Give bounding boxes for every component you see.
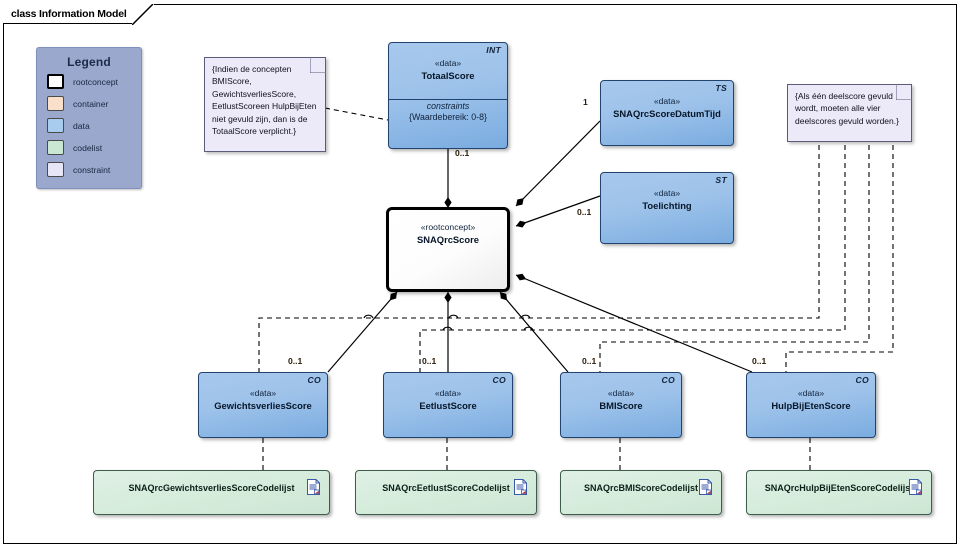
class-name: GewichtsverliesScore bbox=[214, 400, 312, 411]
class-snaqrcscore-rootconcept[interactable]: «rootconcept» SNAQrcScore bbox=[386, 207, 510, 292]
multiplicity-toelichting: 0..1 bbox=[577, 207, 592, 217]
legend-swatch-data bbox=[47, 118, 64, 133]
class-corner-label: INT bbox=[486, 45, 501, 55]
class-stereotype: «data» bbox=[607, 388, 635, 398]
class-toelichting[interactable]: ST «data» Toelichting bbox=[600, 172, 734, 244]
class-corner-label: TS bbox=[715, 83, 727, 93]
class-bmiscore[interactable]: CO «data» BMIScore bbox=[560, 372, 682, 438]
class-stereotype: «rootconcept» bbox=[420, 222, 476, 232]
codelist-snaqrcgewichtsverliesscorecodelijst[interactable]: SNAQrcGewichtsverliesScoreCodelijst bbox=[93, 470, 330, 515]
class-name: HulpBijEtenScore bbox=[771, 400, 851, 411]
codelist-snaqrcbmiscorecodelijst[interactable]: SNAQrcBMIScoreCodelijst bbox=[560, 470, 722, 515]
class-stereotype: «data» bbox=[249, 388, 277, 398]
legend-item-data: data bbox=[47, 116, 141, 135]
document-icon bbox=[699, 479, 712, 495]
legend-item-container: container bbox=[47, 94, 141, 113]
note-fold-icon bbox=[309, 57, 326, 74]
constraints-title: constraints bbox=[426, 101, 470, 111]
legend-item-constraint: constraint bbox=[47, 160, 141, 179]
document-icon bbox=[514, 479, 527, 495]
legend-label-rootconcept: rootconcept bbox=[73, 76, 118, 87]
class-corner-label: CO bbox=[492, 375, 506, 385]
class-eetlustscore[interactable]: CO «data» EetlustScore bbox=[383, 372, 513, 438]
codelist-name: SNAQrcHulpBijEtenScoreCodelijst bbox=[764, 483, 914, 493]
class-stereotype: «data» bbox=[434, 58, 462, 68]
legend-panel: Legend rootconcept container data codeli… bbox=[36, 47, 142, 189]
codelist-name: SNAQrcBMIScoreCodelijst bbox=[583, 483, 699, 493]
legend-item-rootconcept: rootconcept bbox=[47, 72, 141, 91]
compartment-divider bbox=[389, 99, 507, 100]
codelist-name: SNAQrcEetlustScoreCodelijst bbox=[382, 483, 510, 493]
class-name: BMIScore bbox=[599, 400, 643, 411]
note-totaalscore-text: {Indien de concepten BMIScore, Gewichtsv… bbox=[212, 64, 317, 137]
class-snaqrcscoredatumtijd[interactable]: TS «data» SNAQrcScoreDatumTijd bbox=[600, 80, 734, 146]
document-icon bbox=[307, 479, 320, 495]
multiplicity-totaalscore: 0..1 bbox=[455, 148, 470, 158]
document-icon bbox=[909, 479, 922, 495]
class-name: SNAQrcScoreDatumTijd bbox=[613, 108, 721, 119]
class-totaalscore[interactable]: INT «data» TotaalScore constraints {Waar… bbox=[388, 42, 508, 149]
class-stereotype: «data» bbox=[434, 388, 462, 398]
codelist-snaqrchulpbijetenscorecodelijst[interactable]: SNAQrcHulpBijEtenScoreCodelijst bbox=[746, 470, 932, 515]
class-gewichtsverliesscore[interactable]: CO «data» GewichtsverliesScore bbox=[198, 372, 328, 438]
legend-label-container: container bbox=[73, 98, 109, 109]
codelist-name: SNAQrcGewichtsverliesScoreCodelijst bbox=[128, 483, 295, 493]
diagram-tab-notch bbox=[131, 4, 154, 25]
diagram-title: class Information Model bbox=[11, 7, 127, 20]
legend-swatch-container bbox=[47, 96, 64, 111]
class-corner-label: ST bbox=[715, 175, 727, 185]
legend-swatch-codelist bbox=[47, 140, 64, 155]
constraints-body: {Waardebereik: 0-8} bbox=[409, 112, 487, 122]
multiplicity-gewichtsverlies: 0..1 bbox=[288, 356, 303, 366]
diagram-title-tab: class Information Model bbox=[3, 4, 154, 24]
note-totaalscore: {Indien de concepten BMIScore, Gewichtsv… bbox=[204, 57, 326, 152]
legend-title: Legend bbox=[67, 55, 111, 69]
class-corner-label: CO bbox=[307, 375, 321, 385]
legend-swatch-constraint bbox=[47, 162, 64, 177]
legend-label-data: data bbox=[73, 120, 90, 131]
class-corner-label: CO bbox=[855, 375, 869, 385]
class-name: TotaalScore bbox=[421, 70, 475, 81]
note-fold-icon bbox=[895, 84, 912, 101]
class-stereotype: «data» bbox=[653, 188, 681, 198]
class-hulpbijetenscore[interactable]: CO «data» HulpBijEtenScore bbox=[746, 372, 876, 438]
legend-swatch-rootconcept bbox=[47, 74, 64, 89]
multiplicity-eetlust: 0..1 bbox=[422, 356, 437, 366]
diagram-frame bbox=[3, 4, 957, 544]
legend-label-codelist: codelist bbox=[73, 142, 103, 153]
legend-item-codelist: codelist bbox=[47, 138, 141, 157]
legend-label-constraint: constraint bbox=[73, 164, 111, 175]
note-deelscores: {Als één deelscore gevuld wordt, moeten … bbox=[787, 84, 912, 142]
class-name: EetlustScore bbox=[419, 400, 477, 411]
class-name: SNAQrcScore bbox=[416, 234, 479, 245]
class-corner-label: CO bbox=[661, 375, 675, 385]
class-name: Toelichting bbox=[642, 200, 692, 211]
class-stereotype: «data» bbox=[653, 96, 681, 106]
class-stereotype: «data» bbox=[797, 388, 825, 398]
codelist-snaqrceetlustscorecodelijst[interactable]: SNAQrcEetlustScoreCodelijst bbox=[355, 470, 537, 515]
note-deelscores-text: {Als één deelscore gevuld wordt, moeten … bbox=[795, 91, 899, 126]
multiplicity-bmi: 0..1 bbox=[582, 356, 597, 366]
multiplicity-hulpbijeten: 0..1 bbox=[752, 356, 767, 366]
multiplicity-datumtijd: 1 bbox=[583, 97, 588, 107]
